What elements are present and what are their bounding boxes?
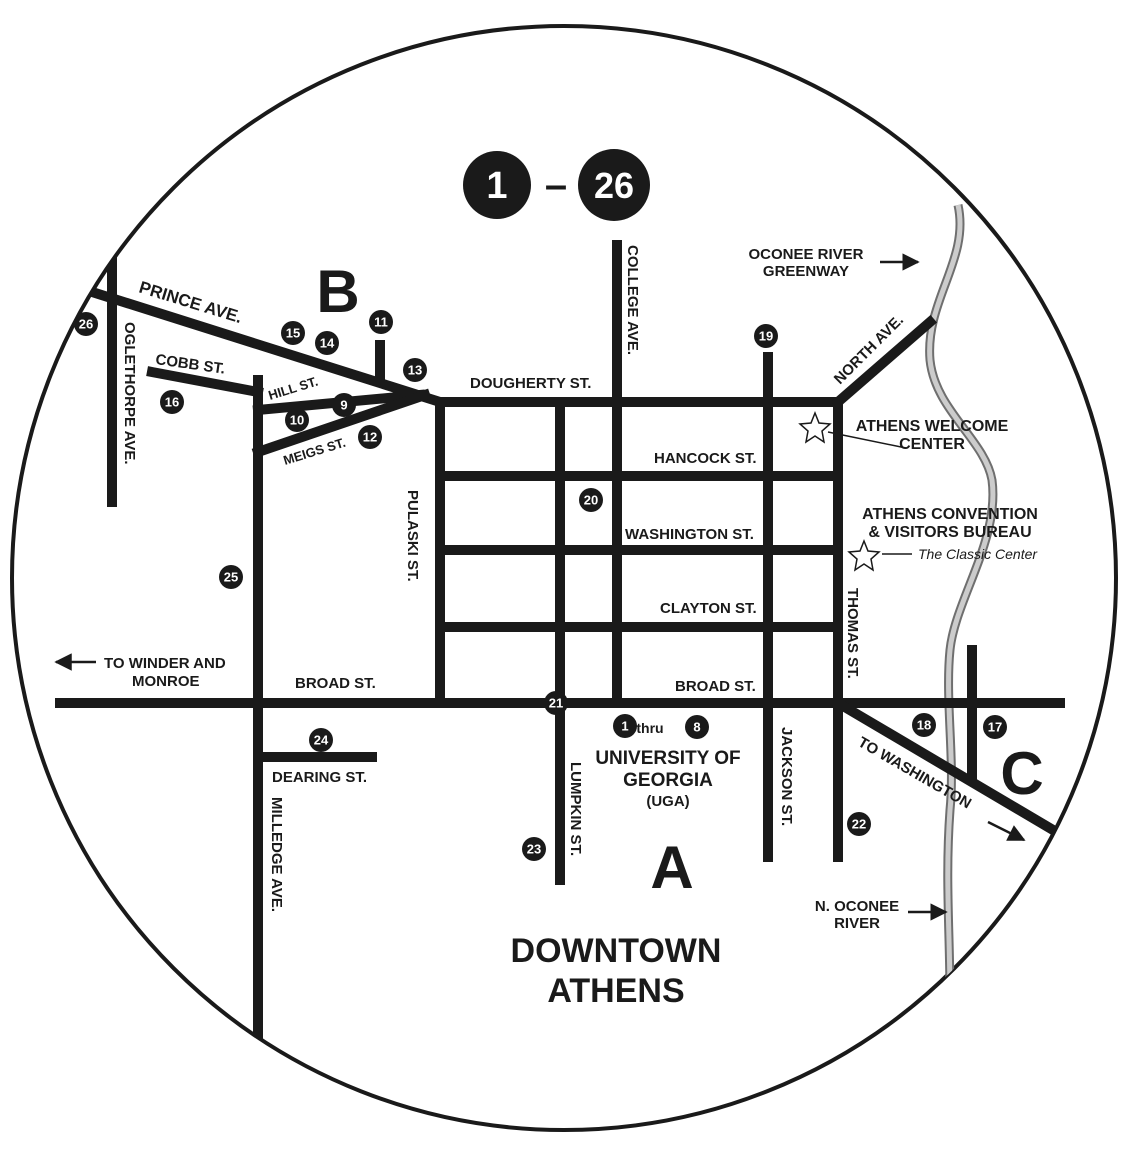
marker-24[interactable]: 24 (309, 728, 333, 752)
marker-1[interactable]: 1 (613, 714, 637, 738)
marker-13[interactable]: 13 (403, 358, 427, 382)
label-downtown-1: DOWNTOWN (511, 932, 722, 970)
label-uga-1: UNIVERSITY OF (595, 748, 740, 769)
marker-19[interactable]: 19 (754, 324, 778, 348)
marker-12[interactable]: 12 (358, 425, 382, 449)
label-milledge-ave: MILLEDGE AVE. (268, 797, 285, 912)
label-downtown-2: ATHENS (547, 972, 684, 1010)
svg-text:25: 25 (224, 570, 238, 585)
title-to: 26 (594, 165, 634, 206)
label-classic-center: The Classic Center (918, 546, 1038, 562)
marker-8[interactable]: 8 (685, 715, 709, 739)
label-winder-2: MONROE (132, 673, 200, 690)
svg-text:17: 17 (988, 720, 1002, 735)
marker-10[interactable]: 10 (285, 408, 309, 432)
svg-text:9: 9 (340, 398, 347, 413)
label-washington-st: WASHINGTON ST. (625, 526, 754, 543)
title-dash: – (545, 163, 567, 207)
svg-text:12: 12 (363, 430, 377, 445)
svg-text:11: 11 (374, 315, 388, 330)
zone-c-label: C (1000, 740, 1043, 807)
marker-22[interactable]: 22 (847, 812, 871, 836)
label-jackson-st: JACKSON ST. (778, 727, 795, 826)
label-dearing-st: DEARING ST. (272, 769, 367, 786)
road-to-washington (831, 696, 1077, 847)
label-pulaski-st: PULASKI ST. (404, 490, 421, 582)
road-meigs-st (251, 388, 432, 459)
map-title: 1 – 26 (463, 149, 650, 221)
marker-16[interactable]: 16 (160, 390, 184, 414)
label-welcome-1: ATHENS WELCOME (856, 418, 1009, 435)
label-bureau-1: ATHENS CONVENTION (862, 506, 1038, 523)
pointer-welcome (827, 431, 907, 449)
svg-text:10: 10 (290, 413, 304, 428)
svg-text:16: 16 (165, 395, 179, 410)
label-bureau-2: & VISITORS BUREAU (868, 524, 1031, 541)
road-north-ave (830, 314, 938, 410)
svg-text:14: 14 (320, 336, 335, 351)
svg-text:26: 26 (79, 317, 93, 332)
road-prince-ave (63, 278, 447, 409)
label-greenway-1: OCONEE RIVER (748, 246, 863, 263)
oconee-river-inner (927, 204, 996, 1001)
marker-11[interactable]: 11 (369, 310, 393, 334)
svg-text:18: 18 (917, 718, 931, 733)
marker-26[interactable]: 26 (74, 312, 98, 336)
svg-text:21: 21 (549, 696, 563, 711)
svg-text:13: 13 (408, 363, 422, 378)
marker-25[interactable]: 25 (219, 565, 243, 589)
label-greenway-2: GREENWAY (763, 263, 849, 280)
svg-text:23: 23 (527, 842, 541, 857)
svg-text:19: 19 (759, 329, 773, 344)
zone-a-label: A (650, 834, 693, 901)
label-college-ave: COLLEGE AVE. (624, 245, 641, 355)
marker-9[interactable]: 9 (332, 393, 356, 417)
label-clayton-st: CLAYTON ST. (660, 600, 757, 617)
label-uga-2: GEORGIA (623, 770, 713, 791)
road-cobb-st (146, 366, 264, 398)
marker-17[interactable]: 17 (983, 715, 1007, 739)
label-thru: thru (636, 720, 663, 736)
marker-20[interactable]: 20 (579, 488, 603, 512)
marker-23[interactable]: 23 (522, 837, 546, 861)
label-lumpkin-st: LUMPKIN ST. (567, 762, 584, 856)
label-broad-st-west: BROAD ST. (295, 675, 376, 692)
zone-b-label: B (316, 258, 359, 325)
title-from: 1 (486, 165, 507, 207)
welcome-center-star-icon (798, 410, 832, 444)
label-river-1: N. OCONEE (815, 898, 899, 915)
svg-text:1: 1 (621, 719, 628, 734)
classic-center-star-icon (847, 538, 881, 572)
svg-text:15: 15 (286, 326, 300, 341)
marker-15[interactable]: 15 (281, 321, 305, 345)
label-welcome-2: CENTER (899, 436, 965, 453)
label-oglethorpe-ave: OGLETHORPE AVE. (121, 322, 138, 465)
svg-text:22: 22 (852, 817, 866, 832)
label-hancock-st: HANCOCK ST. (654, 450, 757, 467)
label-winder-1: TO WINDER AND (104, 655, 226, 672)
label-dougherty-st: DOUGHERTY ST. (470, 375, 591, 392)
marker-18[interactable]: 18 (912, 713, 936, 737)
svg-text:24: 24 (314, 733, 329, 748)
marker-21[interactable]: 21 (544, 691, 568, 715)
marker-14[interactable]: 14 (315, 331, 339, 355)
svg-text:20: 20 (584, 493, 598, 508)
label-broad-st-east: BROAD ST. (675, 678, 756, 695)
label-uga-3: (UGA) (646, 793, 689, 810)
label-river-2: RIVER (834, 915, 880, 932)
markers: 26 15 14 11 13 16 10 9 12 19 20 25 21 1 … (74, 310, 1007, 861)
svg-text:8: 8 (693, 720, 700, 735)
arrow-washington (987, 820, 1026, 842)
label-thomas-st: THOMAS ST. (844, 588, 861, 679)
